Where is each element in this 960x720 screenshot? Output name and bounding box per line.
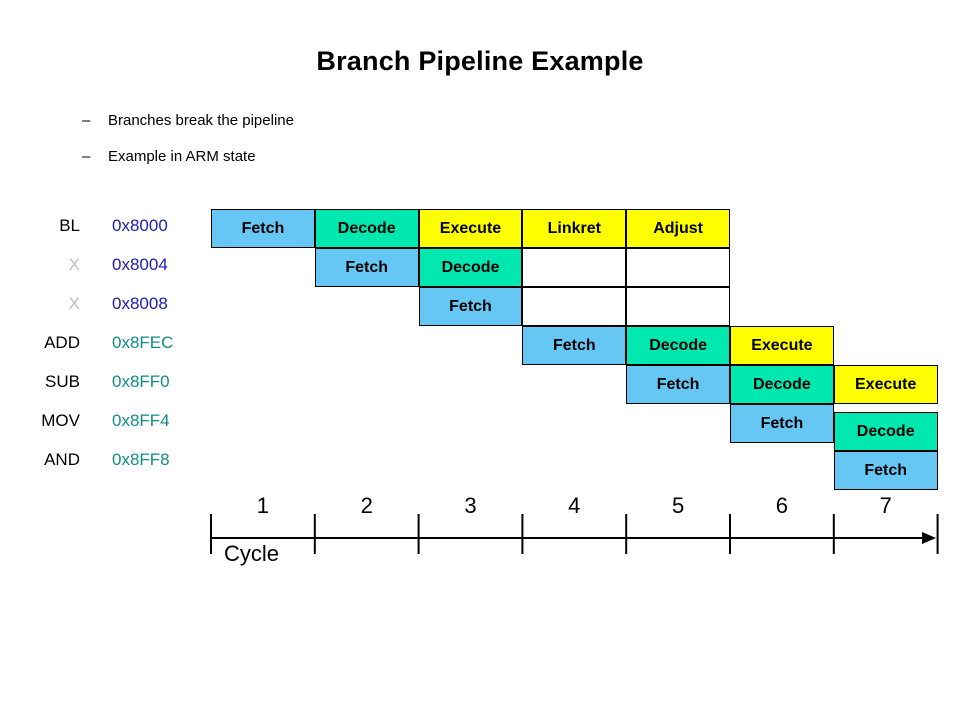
instruction-label-2: X — [68, 294, 80, 313]
instruction-address-0: 0x8000 — [112, 216, 168, 235]
cycle-number-5: 5 — [671, 493, 685, 518]
cycle-number-1: 1 — [256, 493, 270, 518]
cycle-number-4: 4 — [568, 493, 581, 518]
cycle-number-2: 2 — [360, 493, 373, 518]
pipeline-cell-empty-c5 — [626, 248, 730, 287]
pipeline-cell-bl-c1: Fetch — [211, 209, 315, 248]
instruction-address-5: 0x8FF4 — [112, 411, 170, 430]
pipeline-cell-empty-c4 — [522, 248, 627, 287]
bullet-text-0: Branches break the pipeline — [108, 112, 294, 129]
cycle-number-6: 6 — [775, 493, 789, 518]
pipeline-cell-add-c6: Execute — [730, 326, 834, 365]
pipeline-cell-x-c3: Decode — [418, 248, 523, 287]
pipeline-cell-and-c7: Fetch — [833, 451, 938, 490]
instruction-address-2: 0x8008 — [112, 294, 168, 313]
page-title: Branch Pipeline Example — [316, 46, 644, 76]
bullet-marker-0: – — [82, 112, 91, 129]
instruction-address-1: 0x8004 — [112, 255, 168, 274]
pipeline-cell-x-c2: Fetch — [314, 248, 419, 287]
instruction-label-3: ADD — [44, 333, 80, 352]
pipeline-cell-empty-c5 — [626, 287, 730, 326]
cycle-number-3: 3 — [464, 493, 477, 518]
pipeline-cell-sub-c6: Decode — [730, 365, 834, 404]
instruction-label-6: AND — [44, 450, 80, 469]
instruction-label-1: X — [68, 255, 80, 274]
instruction-address-4: 0x8FF0 — [112, 372, 170, 391]
instruction-address-3: 0x8FEC — [112, 333, 174, 352]
pipeline-cell-mov-c7: Decode — [833, 412, 938, 451]
instruction-label-0: BL — [59, 216, 80, 235]
pipeline-cell-sub-c5: Fetch — [626, 365, 730, 404]
instruction-address-6: 0x8FF8 — [112, 450, 170, 469]
axis-arrowhead — [922, 532, 936, 544]
instruction-label-5: MOV — [41, 411, 80, 430]
axis-title: Cycle — [224, 541, 280, 566]
bullet-text-1: Example in ARM state — [108, 148, 256, 165]
cycle-number-7: 7 — [879, 493, 892, 518]
bullet-item-1: –Example in ARM state — [82, 148, 256, 165]
pipeline-cell-x-c3: Fetch — [418, 287, 523, 326]
pipeline-cell-bl-c2: Decode — [314, 209, 419, 248]
pipeline-cell-empty-c4 — [522, 287, 627, 326]
pipeline-cell-bl-c5: Adjust — [626, 209, 730, 248]
pipeline-cell-add-c5: Decode — [626, 326, 730, 365]
pipeline-cell-sub-c7: Execute — [833, 365, 938, 404]
pipeline-cell-mov-c6: Fetch — [730, 404, 834, 443]
instruction-label-4: SUB — [45, 372, 80, 391]
bullet-marker-1: – — [82, 148, 91, 165]
pipeline-cell-bl-c4: Linkret — [522, 209, 627, 248]
pipeline-cell-bl-c3: Execute — [418, 209, 523, 248]
bullet-item-0: –Branches break the pipeline — [82, 112, 294, 129]
pipeline-cell-add-c4: Fetch — [522, 326, 627, 365]
